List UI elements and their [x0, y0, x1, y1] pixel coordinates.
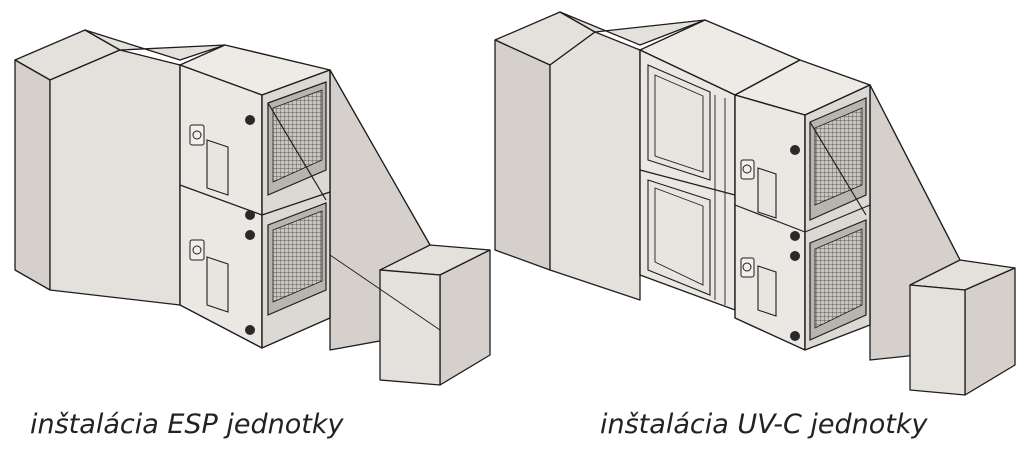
caption-uvc-installation: inštalácia UV-C jednotky — [600, 409, 928, 440]
esp-cabinet — [179, 44, 331, 349]
uvc-upper-panel — [647, 64, 711, 181]
esp-knob-icon — [245, 210, 255, 220]
uvc-module — [639, 19, 801, 311]
uvc-knob-icon — [790, 231, 800, 241]
esp-installation — [14, 29, 491, 386]
uvc-inlet-duct — [494, 11, 706, 301]
uvc-upper-gauge-icon — [740, 159, 755, 180]
esp-upper-gauge-icon — [189, 124, 205, 146]
uvc-lower-gauge-icon — [740, 257, 755, 278]
uvc-knob-icon — [790, 145, 800, 155]
uvc-lower-mesh — [814, 228, 863, 329]
esp-upper-mesh — [272, 89, 323, 183]
caption-esp-installation: inštalácia ESP jednotky — [30, 409, 344, 440]
uvc-upper-mesh — [814, 107, 863, 206]
uvc-upper-label-plate — [757, 167, 777, 219]
uvc-lower-label-plate — [757, 265, 777, 317]
esp-upper-label-plate — [206, 139, 229, 196]
esp-inlet-duct — [14, 29, 226, 306]
uvc-knob-icon — [790, 331, 800, 341]
uvc-knob-icon — [790, 251, 800, 261]
esp-knob-icon — [245, 325, 255, 335]
esp-lower-gauge-icon — [189, 239, 205, 261]
esp-knob-icon — [245, 115, 255, 125]
esp-lower-mesh — [272, 210, 323, 303]
esp-lower-label-plate — [206, 256, 229, 313]
uvc-esp-cabinet — [734, 59, 871, 351]
uvc-installation — [494, 11, 1016, 396]
esp-knob-icon — [245, 230, 255, 240]
